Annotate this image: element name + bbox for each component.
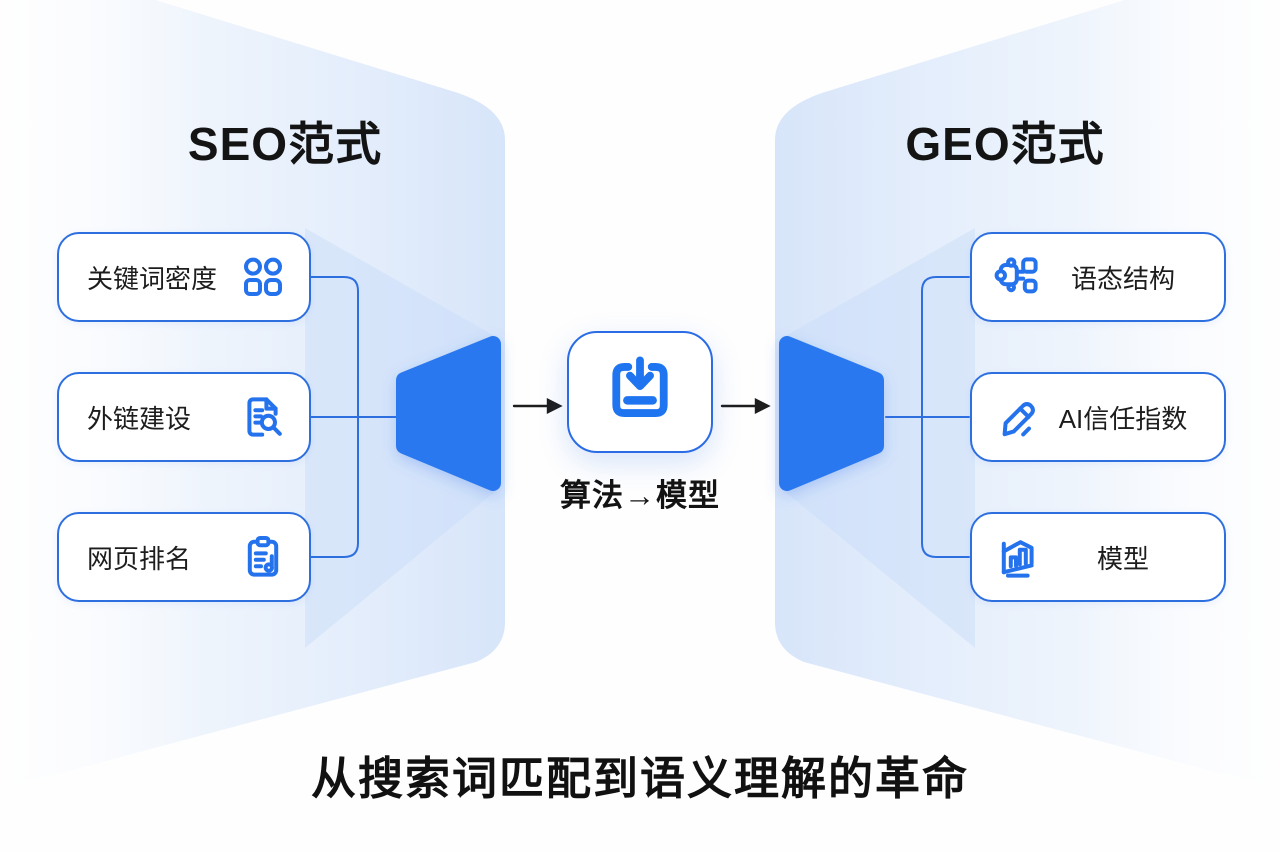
flow-network-icon (994, 253, 1042, 301)
geo-item-model: 模型 (970, 512, 1226, 602)
item-label: 外链建设 (87, 403, 192, 434)
document-search-icon (239, 393, 287, 441)
geo-item-ai-trust-index: AI信任指数 (970, 372, 1226, 462)
seo-section-title: SEO范式 (187, 118, 383, 170)
seo-item-keyword-density: 关键词密度 (57, 232, 311, 322)
download-tray-icon (601, 351, 679, 434)
pencil-icon (994, 393, 1042, 441)
geo-section-title: GEO范式 (905, 118, 1105, 170)
seo-item-page-ranking: 网页排名 (57, 512, 311, 602)
arrow-left-head-icon (546, 398, 563, 414)
seo-item-backlink-building: 外链建设 (57, 372, 311, 462)
left-funnel-shape (396, 336, 501, 491)
center-node-label: 算法→模型 (560, 478, 720, 513)
geo-item-voice-structure: 语态结构 (970, 232, 1226, 322)
perspective-chart-icon (994, 533, 1042, 581)
item-label: AI信任指数 (1058, 403, 1188, 434)
algorithm-to-model-node (567, 331, 713, 453)
arrow-right-head-icon (754, 398, 771, 414)
item-label: 关键词密度 (87, 263, 218, 294)
item-label: 网页排名 (87, 543, 192, 574)
item-label: 模型 (1096, 543, 1149, 574)
grid-icon (239, 253, 287, 301)
right-funnel-shape (779, 336, 884, 491)
footer-headline: 从搜索词匹配到语义理解的革命 (310, 753, 969, 804)
item-label: 语态结构 (1070, 263, 1175, 294)
clipboard-list-icon (239, 533, 287, 581)
